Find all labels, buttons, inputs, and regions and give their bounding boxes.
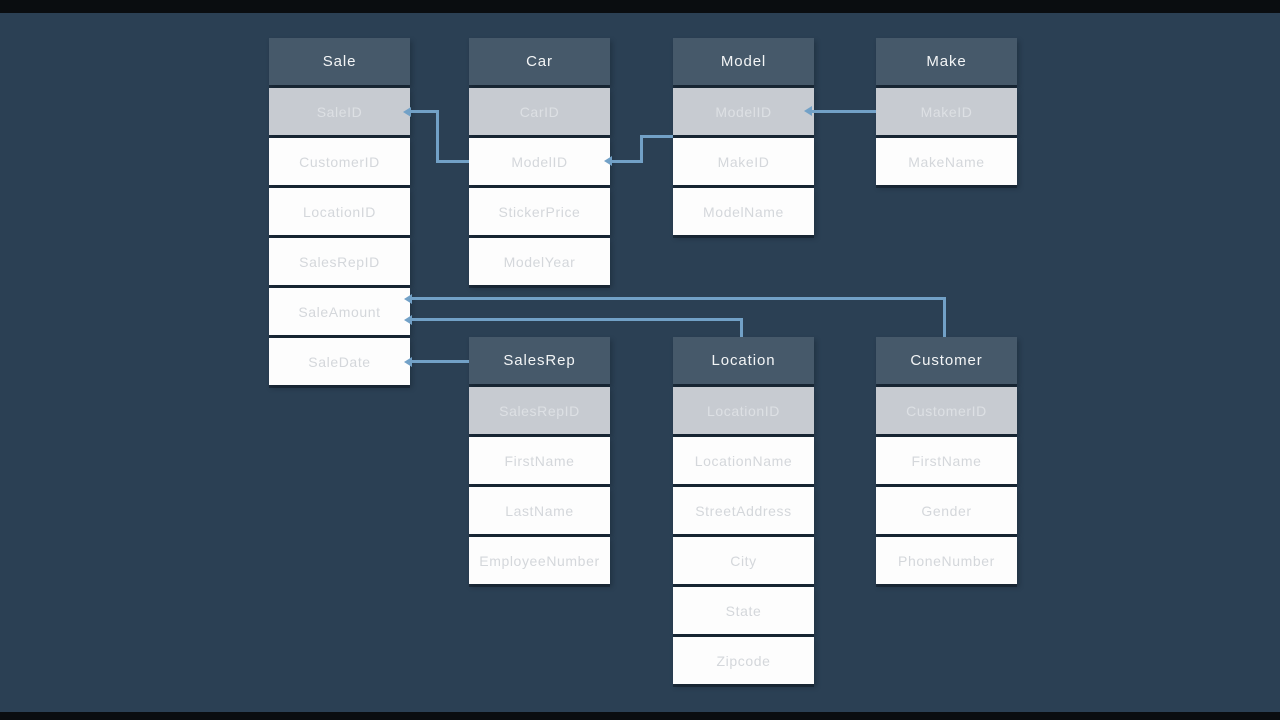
table-model-field-makeid: MakeID bbox=[673, 138, 814, 185]
table-sale-header: Sale bbox=[269, 38, 410, 85]
table-salesrep-field-lastname: LastName bbox=[469, 487, 610, 534]
table-location-header: Location bbox=[673, 337, 814, 384]
table-sale-pk: SaleID bbox=[269, 88, 410, 135]
table-salesrep-pk: SalesRepID bbox=[469, 387, 610, 434]
table-sale: Sale SaleID CustomerID LocationID SalesR… bbox=[269, 38, 410, 388]
table-customer-header: Customer bbox=[876, 337, 1017, 384]
table-location-field-zipcode: Zipcode bbox=[673, 637, 814, 684]
table-salesrep: SalesRep SalesRepID FirstName LastName E… bbox=[469, 337, 610, 587]
table-car-field-stickerprice: StickerPrice bbox=[469, 188, 610, 235]
connector-sale-car-arrowhead bbox=[403, 107, 411, 117]
table-location-field-city: City bbox=[673, 537, 814, 584]
connector-car-model-segment bbox=[640, 135, 673, 138]
letterbox-bottom-bar bbox=[0, 712, 1280, 720]
table-model: Model ModelID MakeID ModelName bbox=[673, 38, 814, 238]
table-location-field-locationname: LocationName bbox=[673, 437, 814, 484]
table-make: Make MakeID MakeName bbox=[876, 38, 1017, 188]
table-salesrep-field-employeenumber: EmployeeNumber bbox=[469, 537, 610, 584]
table-car-pk: CarID bbox=[469, 88, 610, 135]
table-car-field-modelid: ModelID bbox=[469, 138, 610, 185]
connector-sale-car-segment bbox=[409, 110, 439, 113]
table-location-pk: LocationID bbox=[673, 387, 814, 434]
connector-sale-location-arrowhead bbox=[404, 315, 412, 325]
table-sale-field-saleamount: SaleAmount bbox=[269, 288, 410, 335]
table-car-field-modelyear: ModelYear bbox=[469, 238, 610, 285]
connector-sale-salesrep-segment bbox=[410, 360, 469, 363]
table-location-field-streetaddress: StreetAddress bbox=[673, 487, 814, 534]
table-location: Location LocationID LocationName StreetA… bbox=[673, 337, 814, 687]
table-sale-field-salesrepid: SalesRepID bbox=[269, 238, 410, 285]
connector-car-model-segment bbox=[640, 135, 643, 163]
table-customer-field-gender: Gender bbox=[876, 487, 1017, 534]
table-location-field-state: State bbox=[673, 587, 814, 634]
connector-sale-salesrep-arrowhead bbox=[404, 357, 412, 367]
connector-car-model-segment bbox=[610, 160, 643, 163]
table-model-field-modelname: ModelName bbox=[673, 188, 814, 235]
table-model-pk: ModelID bbox=[673, 88, 814, 135]
table-make-header: Make bbox=[876, 38, 1017, 85]
letterbox-top-bar bbox=[0, 0, 1280, 13]
connector-sale-location-segment bbox=[410, 318, 743, 321]
table-customer-pk: CustomerID bbox=[876, 387, 1017, 434]
connector-make-model-arrowhead bbox=[804, 106, 812, 116]
table-make-field-makename: MakeName bbox=[876, 138, 1017, 185]
connector-sale-car-segment bbox=[436, 160, 469, 163]
table-car: Car CarID ModelID StickerPrice ModelYear bbox=[469, 38, 610, 288]
connector-sale-customer-segment bbox=[410, 297, 946, 300]
table-salesrep-field-firstname: FirstName bbox=[469, 437, 610, 484]
table-sale-field-saledate: SaleDate bbox=[269, 338, 410, 385]
connector-make-model-segment bbox=[810, 110, 876, 113]
connector-sale-car-segment bbox=[436, 110, 439, 163]
table-sale-field-customerid: CustomerID bbox=[269, 138, 410, 185]
table-customer: Customer CustomerID FirstName Gender Pho… bbox=[876, 337, 1017, 587]
connector-car-model-arrowhead bbox=[604, 156, 612, 166]
table-salesrep-header: SalesRep bbox=[469, 337, 610, 384]
table-model-header: Model bbox=[673, 38, 814, 85]
table-customer-field-phonenumber: PhoneNumber bbox=[876, 537, 1017, 584]
table-sale-field-locationid: LocationID bbox=[269, 188, 410, 235]
table-customer-field-firstname: FirstName bbox=[876, 437, 1017, 484]
connector-sale-customer-segment bbox=[943, 297, 946, 337]
connector-sale-customer-arrowhead bbox=[404, 294, 412, 304]
connector-sale-location-segment bbox=[740, 318, 743, 337]
table-make-pk: MakeID bbox=[876, 88, 1017, 135]
table-car-header: Car bbox=[469, 38, 610, 85]
